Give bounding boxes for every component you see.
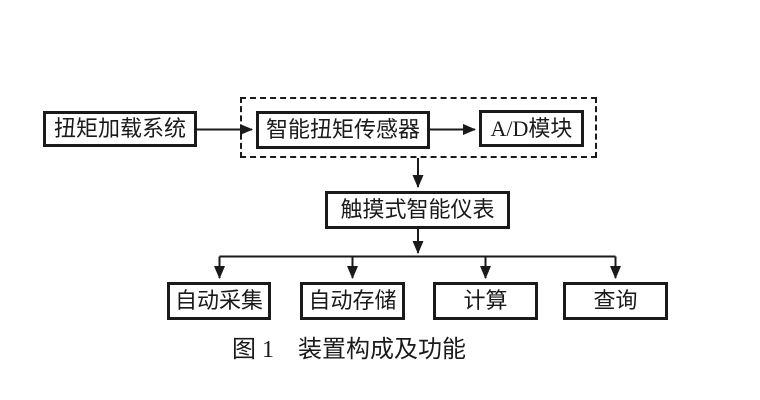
node-touch-smart-instrument: 触摸式智能仪表 — [325, 191, 510, 229]
node-auto-storage-label: 自动存储 — [308, 288, 397, 313]
node-ad-module-label: A/D模块 — [490, 115, 573, 141]
node-torque-loading-system-label: 扭矩加载系统 — [53, 116, 186, 141]
node-ad-module: A/D模块 — [479, 110, 584, 147]
node-torque-loading-system: 扭矩加载系统 — [43, 111, 197, 147]
node-touch-smart-instrument-label: 触摸式智能仪表 — [340, 197, 495, 222]
figure-caption-title: 装置构成及功能 — [298, 337, 466, 363]
node-query-label: 查询 — [593, 288, 638, 313]
node-smart-torque-sensor: 智能扭矩传感器 — [256, 111, 430, 149]
node-calculation-label: 计算 — [463, 288, 508, 313]
node-auto-storage: 自动存储 — [300, 282, 405, 320]
node-smart-torque-sensor-label: 智能扭矩传感器 — [265, 117, 420, 142]
figure-caption-number: 图 1 — [232, 337, 274, 363]
node-query: 查询 — [563, 282, 668, 320]
node-auto-acquisition-label: 自动采集 — [174, 288, 263, 313]
node-calculation: 计算 — [433, 282, 538, 320]
figure-caption: 图 1 装置构成及功能 — [232, 336, 466, 364]
node-auto-acquisition: 自动采集 — [167, 282, 271, 320]
